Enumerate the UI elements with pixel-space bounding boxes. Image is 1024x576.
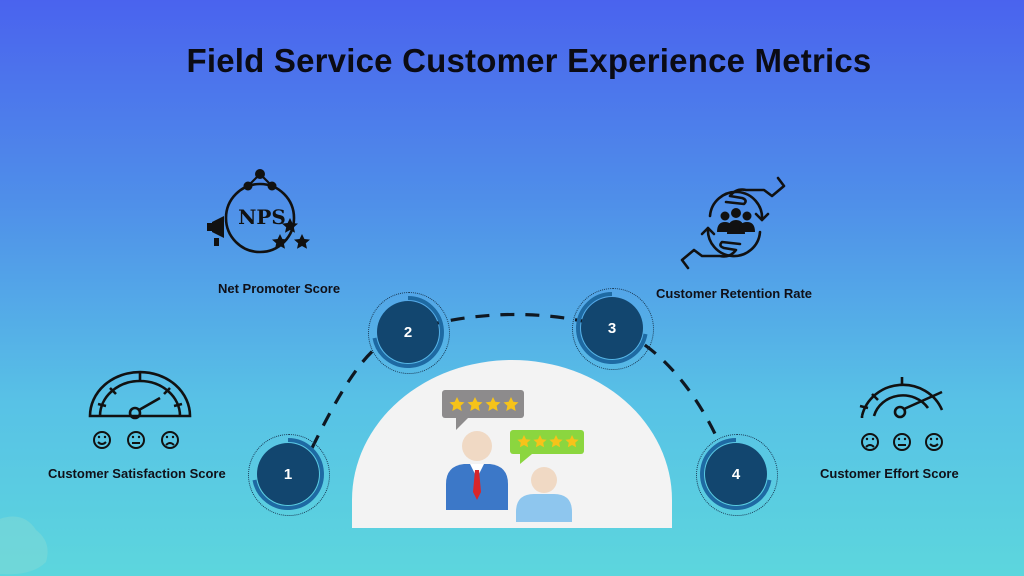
node-progress-arc-3 [576,292,648,364]
node-progress-arc-4 [700,438,772,510]
metric-node-4[interactable]: 4 [705,443,767,505]
metric-node-3[interactable]: 3 [581,297,643,359]
metric-number-3: 3 [607,319,617,337]
retention-hands-icon [680,176,786,270]
nps-text: NPS [238,205,286,229]
metric-node-1[interactable]: 1 [257,443,319,505]
metric-label-2: Net Promoter Score [218,281,341,296]
metric-node-2[interactable]: 2 [377,301,439,363]
node-ring-2 [368,292,450,374]
satisfaction-gauge-icon [88,370,192,449]
nps-icon: NPS [207,169,310,254]
metric-label-3: Customer Retention Rate [656,286,813,301]
metric-number-4: 4 [731,465,741,483]
node-ring-3 [572,288,654,370]
customer-review-icon [442,390,584,522]
effort-gauge-icon [859,377,944,451]
metric-label-4: Customer Effort Score [820,466,959,481]
decorative-blob [0,516,48,575]
node-progress-arc-1 [252,438,324,510]
metric-number-1: 1 [283,465,293,483]
node-ring-4 [696,434,778,516]
node-ring-1 [248,434,330,516]
page-title: Field Service Customer Experience Metric… [186,42,872,79]
metric-number-2: 2 [403,323,413,341]
node-progress-arc-2 [372,296,444,368]
metric-label-1: Customer Satisfaction Score [48,466,226,481]
